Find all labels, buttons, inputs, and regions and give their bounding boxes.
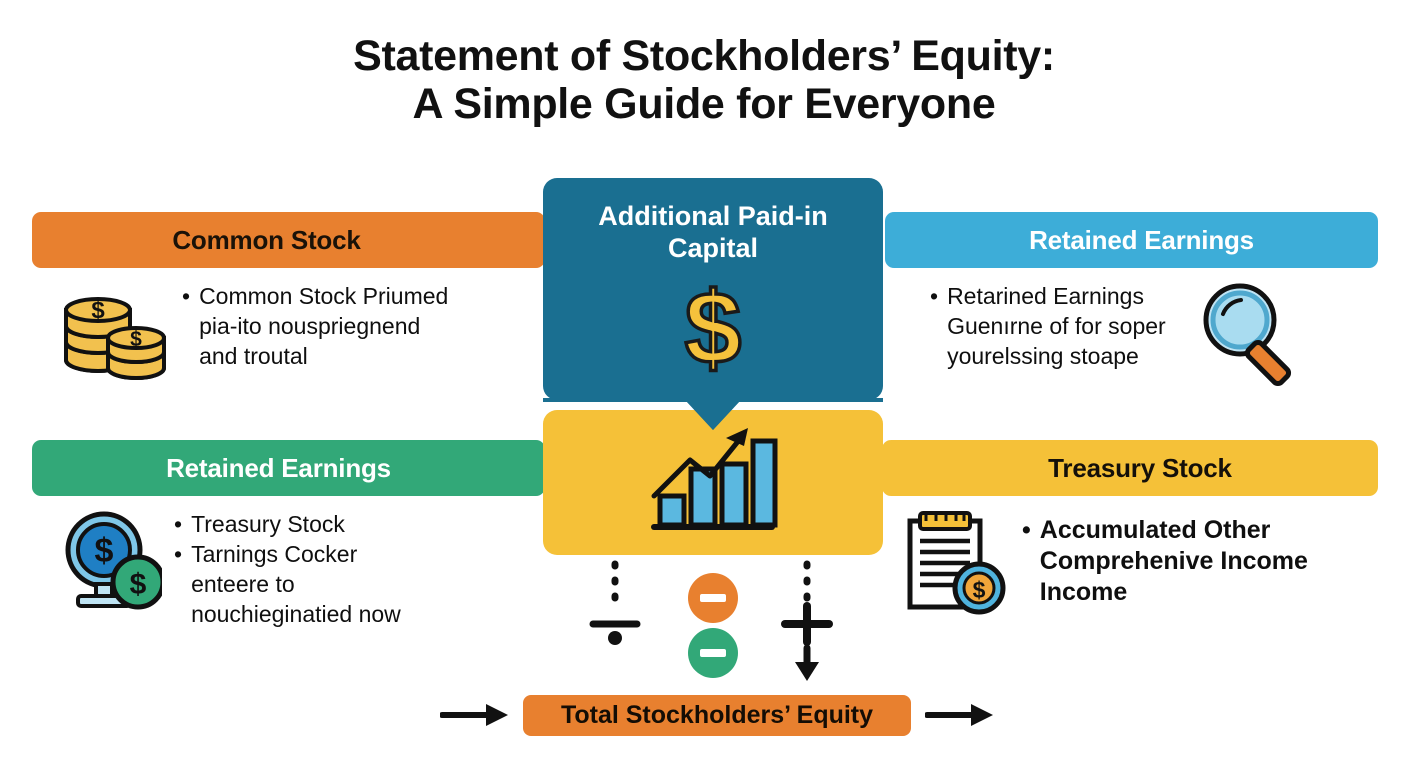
section-retained-earnings-top: • Retarined Earnings Guenırne of for sop… <box>930 278 1380 393</box>
svg-text:$: $ <box>91 297 105 324</box>
list-item-text: Treasury Stock <box>191 511 345 537</box>
apic-title-line-1: Additional Paid-in <box>598 201 828 231</box>
bar-common-stock-label: Common Stock <box>172 224 361 255</box>
list-item-text: Common Stock Priumed pia-ito nouspriegne… <box>199 283 449 369</box>
retained-earnings-bottom-bullets: • Treasury Stock • Tarnings Cocker entee… <box>174 508 439 630</box>
svg-text:$: $ <box>95 532 114 570</box>
growth-chart-box[interactable] <box>543 410 883 555</box>
list-item: • Treasury Stock <box>174 510 439 540</box>
magnifying-glass-icon <box>1197 278 1309 393</box>
chart-svg <box>651 428 778 530</box>
retained-earnings-top-bullets: • Retarined Earnings Guenırne of for sop… <box>930 278 1185 372</box>
operator-group <box>560 556 880 681</box>
page-title: Statement of Stockholders’ Equity: A Sim… <box>0 32 1408 128</box>
bullet-dot: • <box>182 283 191 309</box>
section-common-stock: $ $ • Common Stock Priumed pia-ito nousp… <box>60 278 530 388</box>
list-item-text: Tarnings Cocker enteere to nouchieginati… <box>191 540 401 627</box>
bullet-dot: • <box>174 511 183 537</box>
plus-symbol <box>781 560 833 646</box>
bullet-dot: • <box>174 540 183 567</box>
clipboard-coin-icon: $ <box>900 505 1010 620</box>
list-item-text: Retarined Earnings Guenırne of for soper… <box>947 283 1166 369</box>
svg-text:$: $ <box>685 277 742 381</box>
arrow-right-icon-left <box>439 700 510 735</box>
list-item: • Common Stock Priumed pia-ito nousprieg… <box>182 282 452 372</box>
dollar-sign-icon: $ <box>670 269 756 387</box>
page-title-line-2: A Simple Guide for Everyone <box>412 80 996 129</box>
coin-trophy-icon: $ $ <box>62 508 166 618</box>
bar-treasury-stock[interactable]: Treasury Stock <box>882 440 1378 496</box>
list-item: • Accumulated Other Comprehenive Income … <box>1022 515 1352 608</box>
svg-text:$: $ <box>130 568 147 601</box>
svg-text:$: $ <box>130 328 142 351</box>
section-treasury-stock: $ • Accumulated Other Comprehenive Incom… <box>900 505 1370 620</box>
section-retained-earnings-bottom: $ $ • Treasury Stock • Tarnings Cocker e… <box>62 508 532 630</box>
down-arrow-icon <box>795 644 819 681</box>
bar-retained-earnings-top[interactable]: Retained Earnings <box>885 212 1378 268</box>
treasury-stock-bullets: • Accumulated Other Comprehenive Income … <box>1022 505 1352 608</box>
bullet-dot: • <box>1022 516 1031 544</box>
coin-stack-icon: $ $ <box>60 278 170 388</box>
list-item: • Tarnings Cocker enteere to nouchiegina… <box>174 540 439 630</box>
list-item-text: Accumulated Other Comprehenive Income In… <box>1039 516 1308 606</box>
svg-text:$: $ <box>973 577 986 603</box>
list-item: • Retarined Earnings Guenırne of for sop… <box>930 282 1185 372</box>
apic-title: Additional Paid-in Capital <box>568 200 858 265</box>
bar-common-stock[interactable]: Common Stock <box>32 212 545 268</box>
additional-paid-in-capital-box[interactable]: Additional Paid-in Capital $ <box>543 178 883 400</box>
minus-circle-orange <box>688 573 738 623</box>
bar-treasury-stock-label: Treasury Stock <box>1048 452 1232 483</box>
bar-retained-earnings-bottom-label: Retained Earnings <box>166 452 391 483</box>
total-stockholders-equity-pill[interactable]: Total Stockholders’ Equity <box>523 695 911 736</box>
bullet-dot: • <box>930 283 939 309</box>
page-title-line-1: Statement of Stockholders’ Equity: <box>353 32 1055 80</box>
apic-title-line-2: Capital <box>667 233 759 264</box>
growth-bar-chart-icon <box>648 424 778 541</box>
division-symbol <box>589 560 641 645</box>
common-stock-bullets: • Common Stock Priumed pia-ito nousprieg… <box>182 278 452 372</box>
bar-retained-earnings-bottom[interactable]: Retained Earnings <box>32 440 545 496</box>
total-stockholders-equity-label: Total Stockholders’ Equity <box>560 701 874 729</box>
bar-retained-earnings-top-label: Retained Earnings <box>1029 224 1254 255</box>
minus-circle-green <box>688 628 738 678</box>
arrow-right-icon-right <box>924 700 995 735</box>
